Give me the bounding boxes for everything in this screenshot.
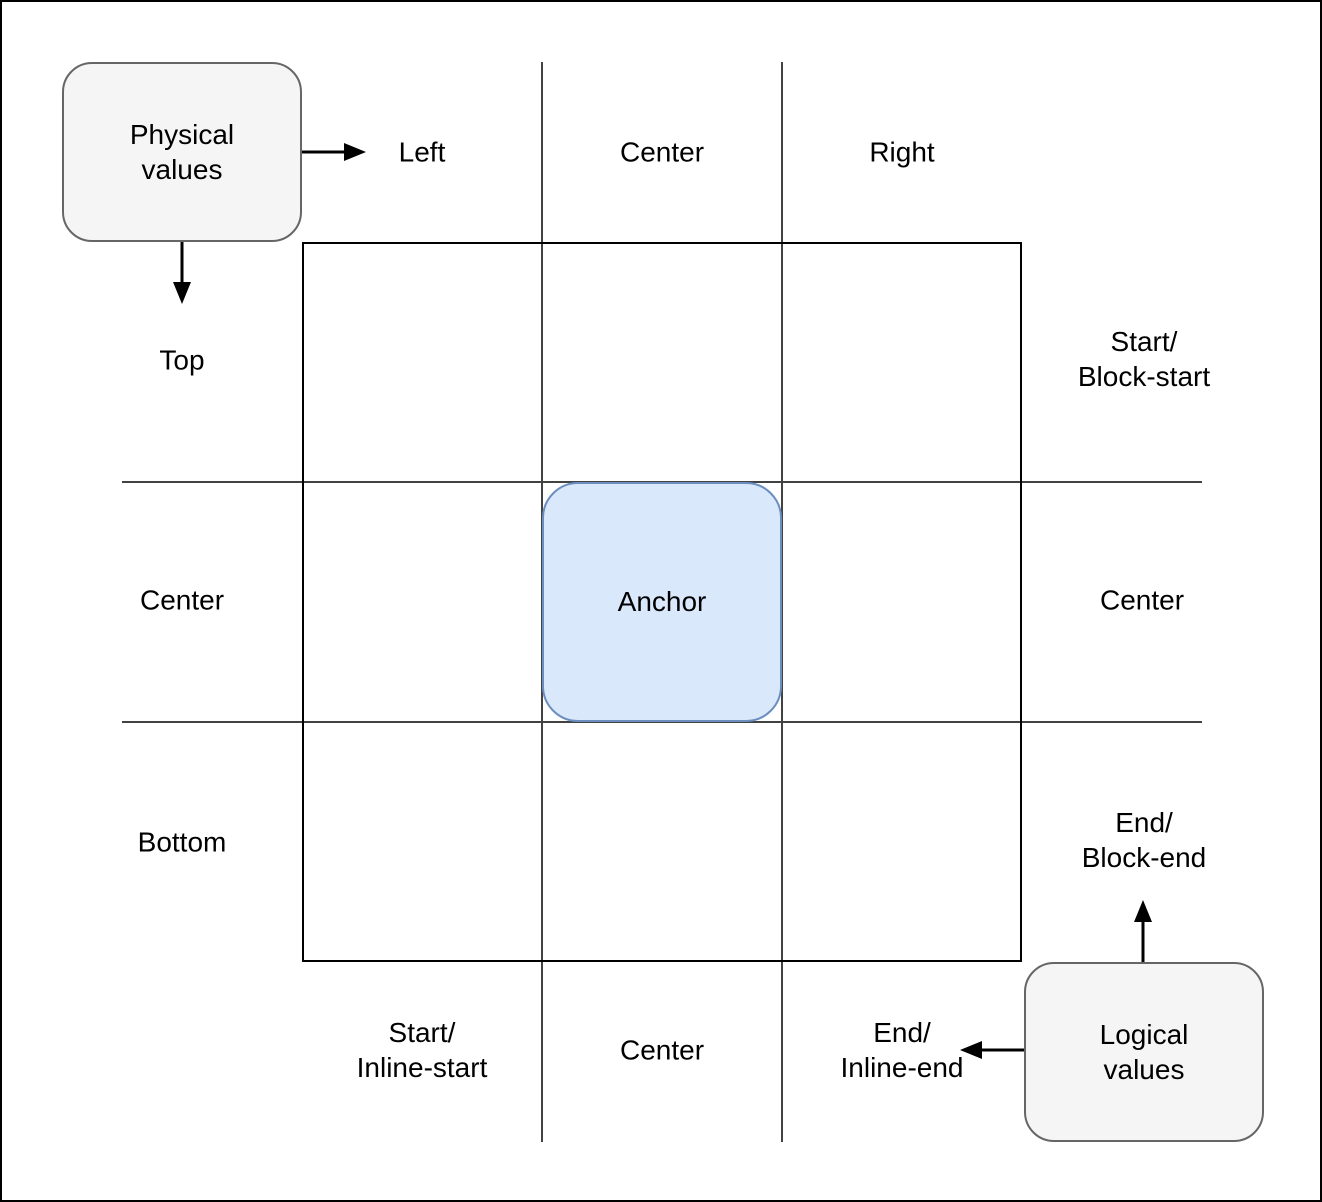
anchor-label: Anchor — [617, 586, 707, 617]
grid-vline-right — [781, 62, 783, 1142]
arrow-down-icon — [173, 242, 191, 304]
anchored-element-outline — [302, 242, 1022, 962]
label-physical-bottom: Bottom — [137, 826, 227, 858]
label-logical-inline-end: End/ Inline-end — [840, 1017, 964, 1083]
physical-values-label: Physical values — [129, 119, 235, 185]
arrow-right-icon — [302, 143, 366, 161]
label-logical-block-end: End/ Block-end — [1081, 807, 1207, 873]
grid-hline-bottom — [122, 721, 1202, 723]
label-physical-center-top: Center — [619, 136, 705, 168]
label-logical-block-start: Start/ Block-start — [1077, 326, 1211, 392]
arrow-left-icon — [960, 1041, 1024, 1059]
logical-values-label: Logical values — [1099, 1019, 1189, 1085]
label-physical-right: Right — [869, 136, 935, 168]
arrow-up-icon — [1134, 900, 1152, 962]
label-physical-left: Left — [398, 136, 446, 168]
label-logical-center-right: Center — [1099, 584, 1185, 616]
label-logical-inline-start: Start/ Inline-start — [356, 1017, 488, 1083]
label-physical-center-left: Center — [139, 584, 225, 616]
logical-values-box: Logical values — [1024, 962, 1264, 1142]
label-logical-center-bottom: Center — [619, 1034, 705, 1066]
physical-values-box: Physical values — [62, 62, 302, 242]
label-physical-top: Top — [159, 344, 205, 376]
anchor-box: Anchor — [542, 482, 782, 722]
